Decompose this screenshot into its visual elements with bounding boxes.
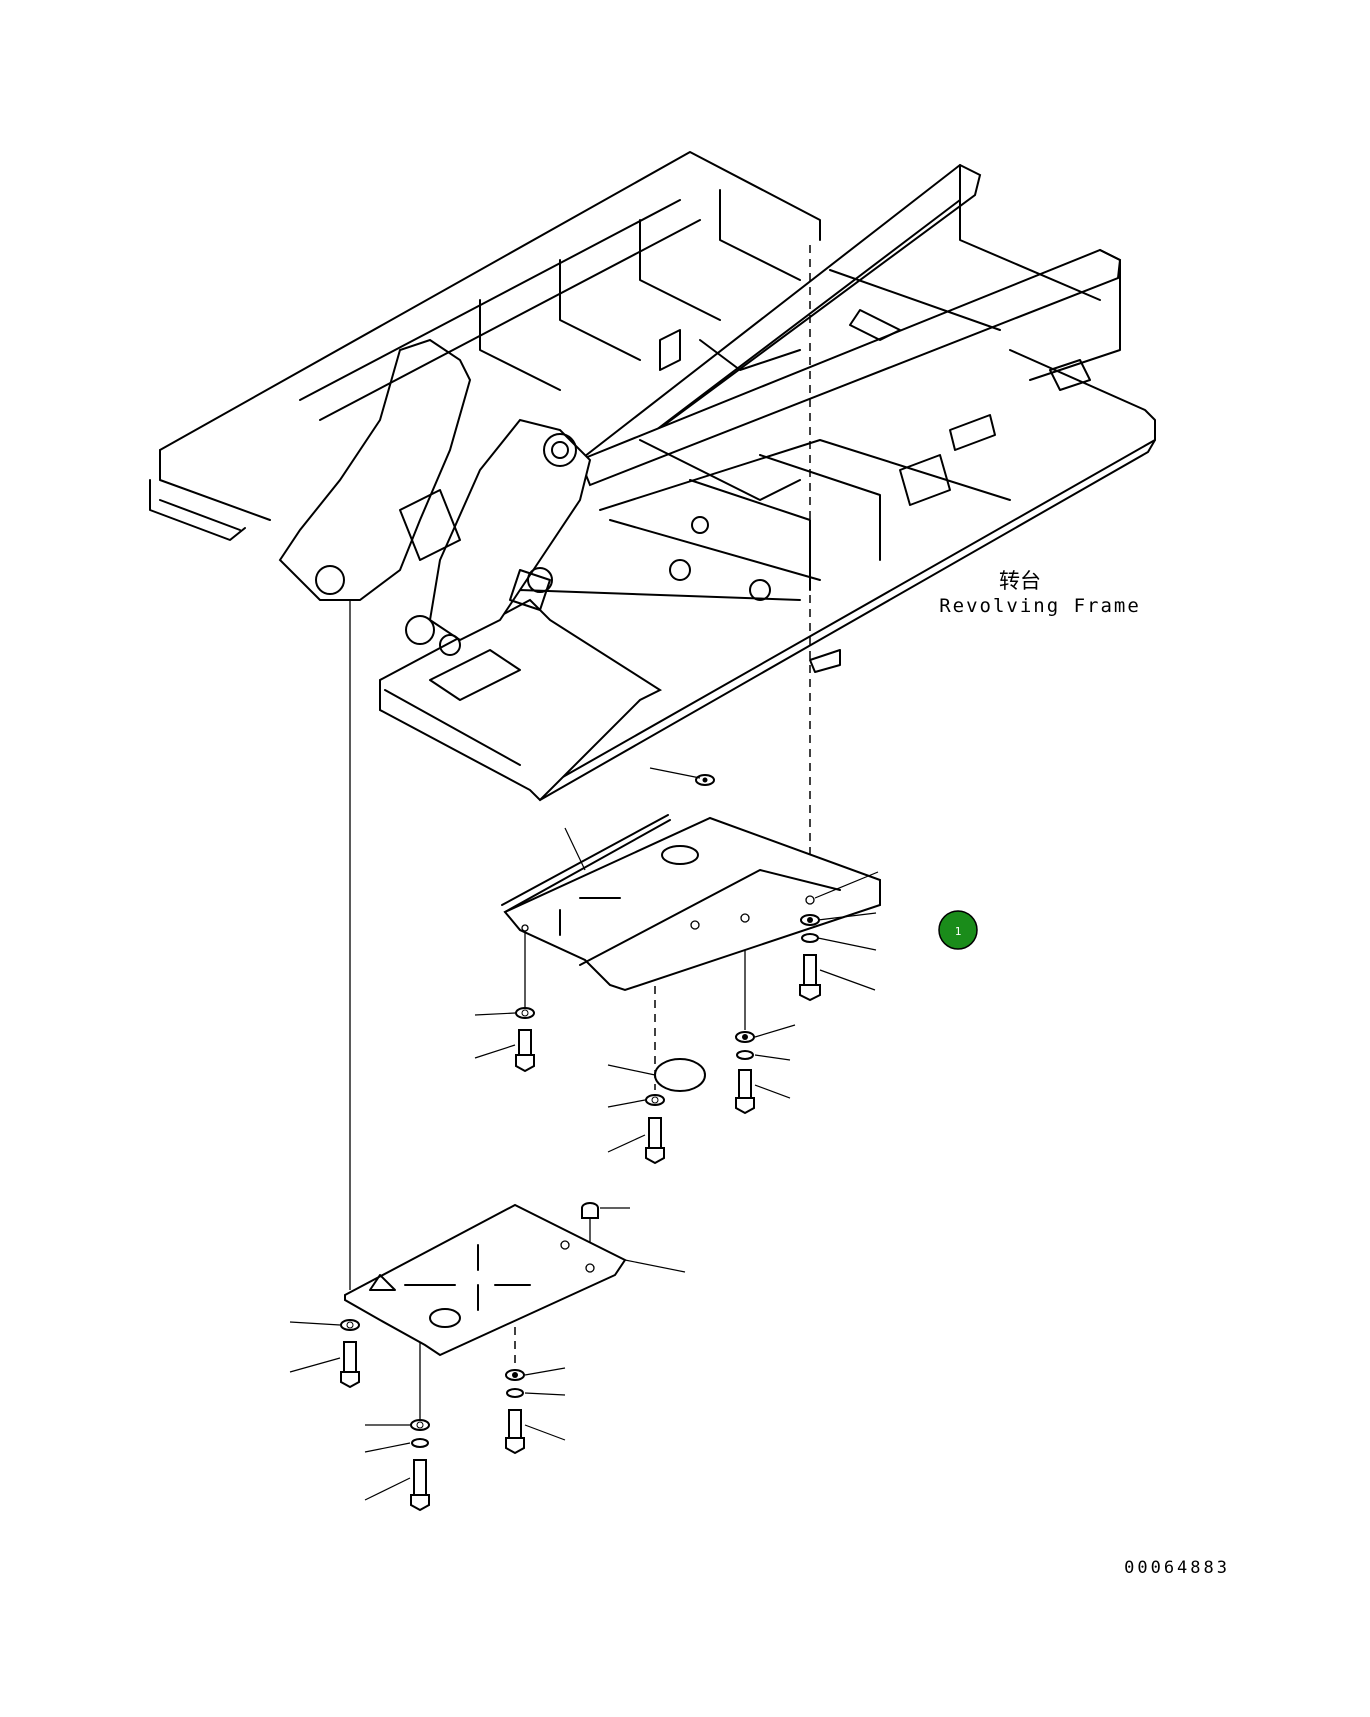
access-cover: [654, 1058, 706, 1092]
revolving-frame-drawing: [149, 151, 1156, 802]
callout-marker[interactable]: [938, 910, 978, 950]
frame-label-english: Revolving Frame: [939, 595, 1141, 617]
drawing-number: 00064883: [1124, 1558, 1230, 1578]
upper-cover-plate: [501, 814, 881, 992]
lower-cover-plate: [344, 1203, 627, 1357]
fasteners: [340, 774, 821, 1512]
frame-label-chinese: 转台: [999, 569, 1041, 593]
leader-lines: [289, 767, 879, 1501]
part-callout-1[interactable]: 1: [938, 910, 978, 950]
callout-number[interactable]: 1: [955, 925, 962, 938]
